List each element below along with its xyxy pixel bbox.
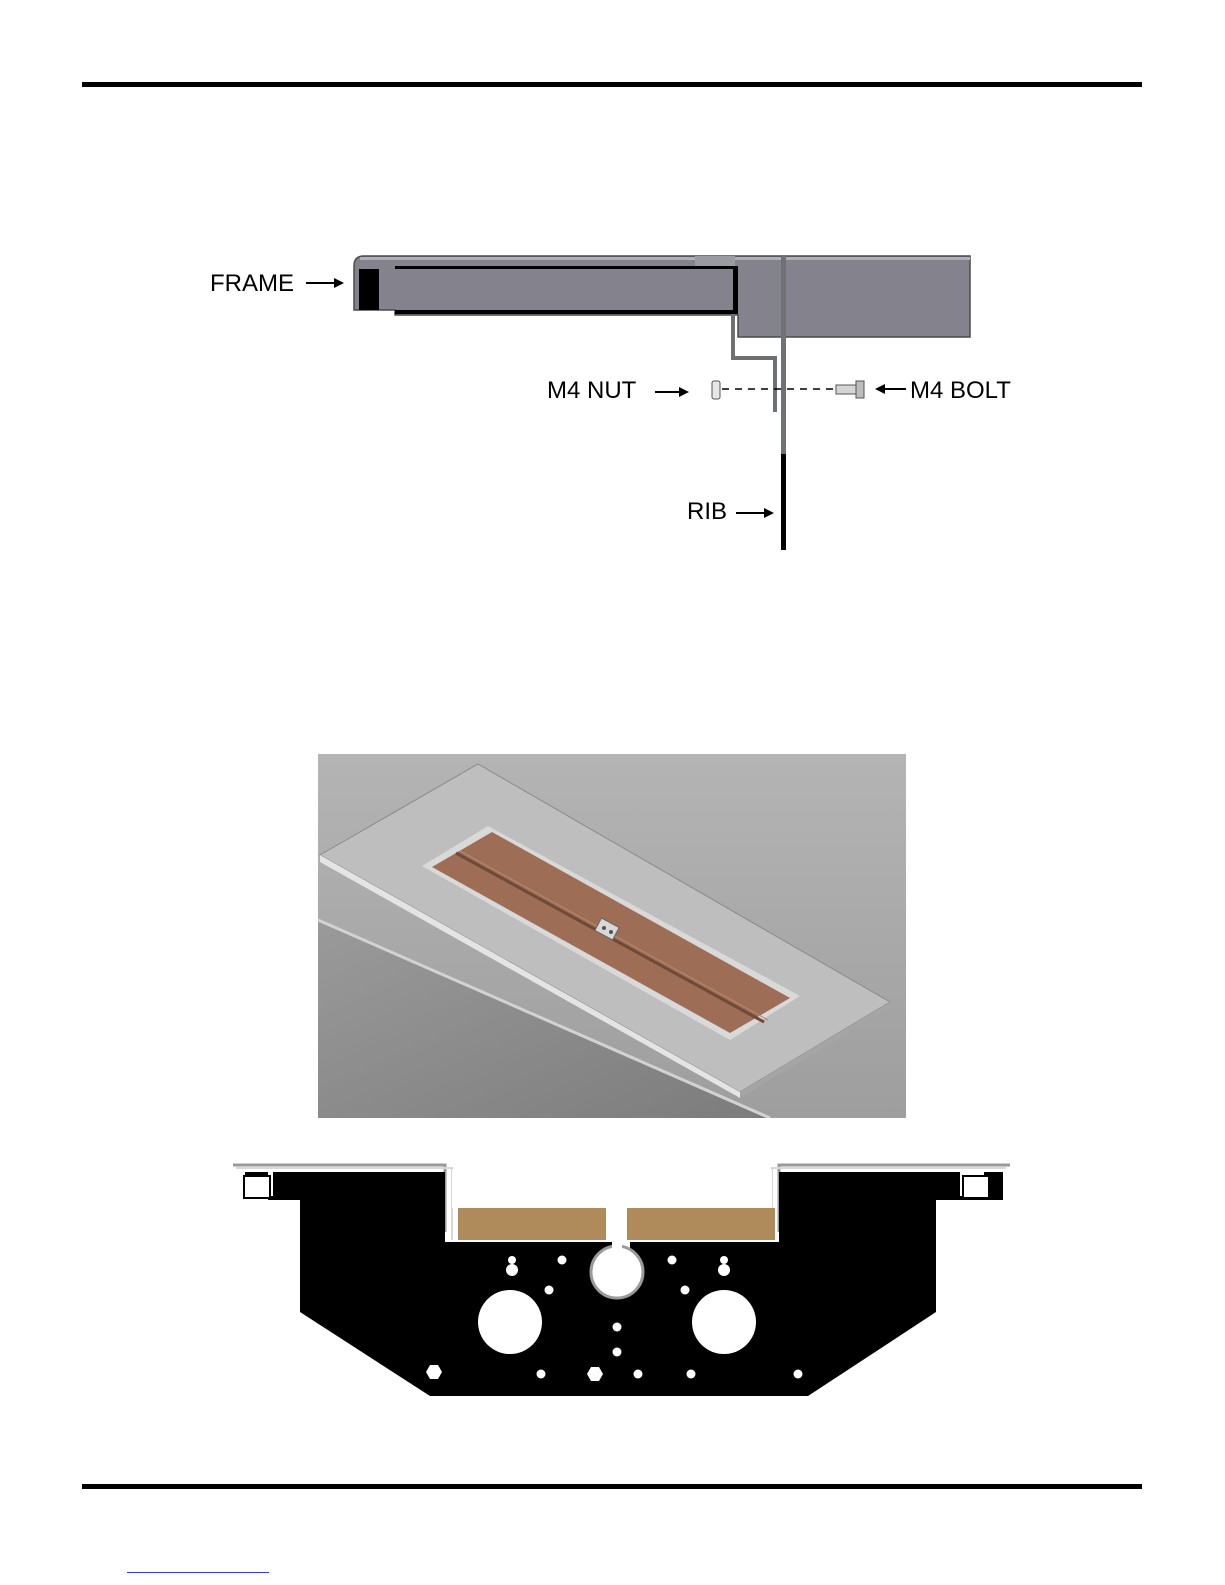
m4-bolt	[836, 381, 864, 398]
frame-inner-slot-bottom	[395, 310, 738, 314]
rib-arrow-icon	[736, 508, 774, 518]
channel-3d-render	[318, 754, 906, 1118]
frame-inner-slot-right	[733, 266, 738, 314]
rib-label: RIB	[687, 498, 727, 525]
right-wood-block	[627, 1208, 775, 1240]
rib-plate-lower	[781, 454, 786, 550]
m4-bolt-label: M4 BOLT	[910, 377, 1011, 404]
footer-rule	[82, 1484, 1142, 1489]
frame-black-block	[359, 269, 379, 310]
left-wood-block	[458, 1208, 606, 1240]
m4-bolt-arrow-icon	[875, 384, 906, 394]
center-tube	[591, 1246, 643, 1298]
frame-lip	[695, 256, 735, 266]
left-large-hole	[478, 1290, 542, 1354]
left-corner-pocket	[244, 1176, 270, 1198]
right-large-hole	[692, 1290, 756, 1354]
rib-profile-figure	[233, 1165, 1010, 1396]
recess-cavity	[452, 1170, 772, 1208]
footer-link-underline[interactable]	[127, 1572, 269, 1573]
frame-label: FRAME	[210, 270, 294, 297]
frame-arrow-icon	[306, 278, 344, 288]
right-corner-pocket	[963, 1176, 989, 1198]
m4-nut-arrow-icon	[655, 387, 689, 397]
m4-nut	[712, 381, 720, 399]
frame-inner-slot-top	[395, 266, 733, 269]
rib-plate-upper	[781, 256, 786, 454]
frame-rib-section-figure: FRAME M4 NUT M4 BOLT RIB	[210, 256, 1011, 550]
frame-top-edge	[360, 257, 970, 260]
m4-nut-label: M4 NUT	[547, 377, 637, 404]
